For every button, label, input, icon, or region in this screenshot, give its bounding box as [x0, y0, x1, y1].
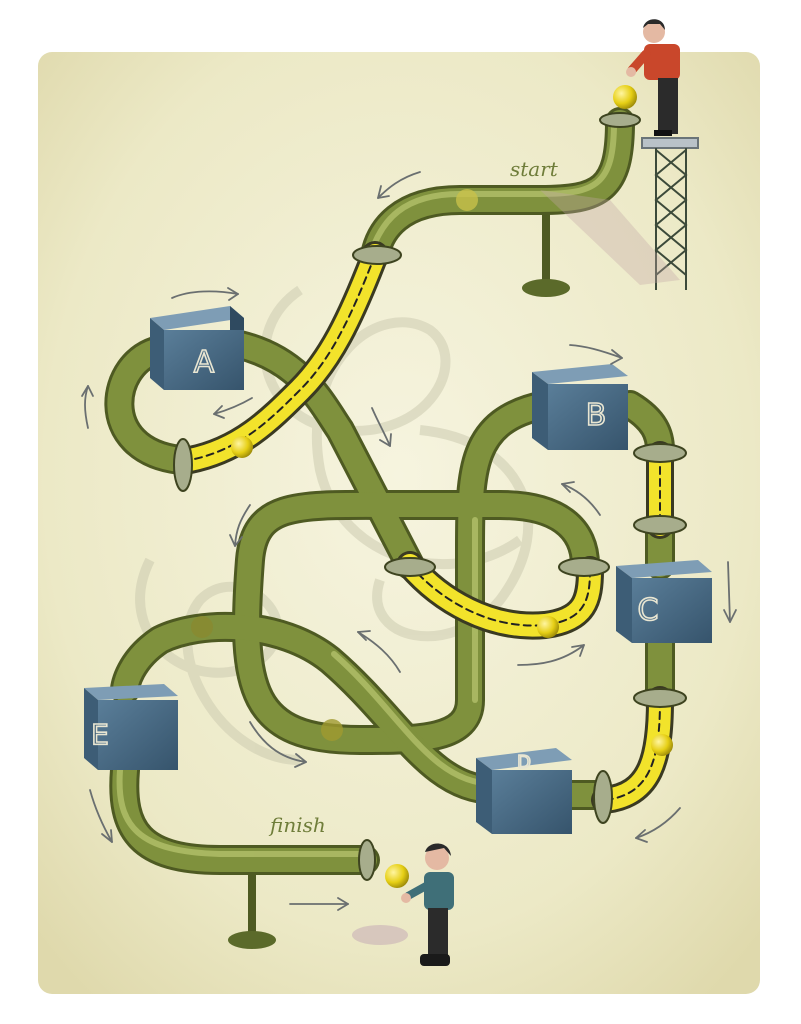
start-label: start: [510, 157, 559, 181]
finish-label: finish: [268, 813, 326, 837]
figure-bottom-catching-ball: [352, 843, 454, 966]
box-a: A: [150, 306, 244, 390]
box-e-letter: E: [91, 718, 109, 751]
box-a-letter: A: [194, 345, 215, 380]
balls: [191, 85, 673, 888]
box-c-letter: C: [638, 593, 659, 628]
box-d-letter: D: [517, 752, 531, 773]
pipe-stand-finish: [228, 872, 276, 949]
tower-shadow: [540, 190, 680, 285]
lattice-tower: [641, 137, 699, 290]
box-e: E: [84, 684, 178, 770]
pipe-network: [104, 107, 675, 875]
box-d: D: [476, 748, 572, 834]
box-b: B: [532, 364, 628, 450]
box-b-letter: B: [586, 398, 607, 433]
direction-arrows: [81, 171, 737, 911]
pipe-flanges: [173, 112, 687, 881]
pipe-stand-start: [522, 212, 570, 297]
box-c: C: [616, 560, 712, 643]
figure-top-dropping-ball: [626, 19, 680, 136]
